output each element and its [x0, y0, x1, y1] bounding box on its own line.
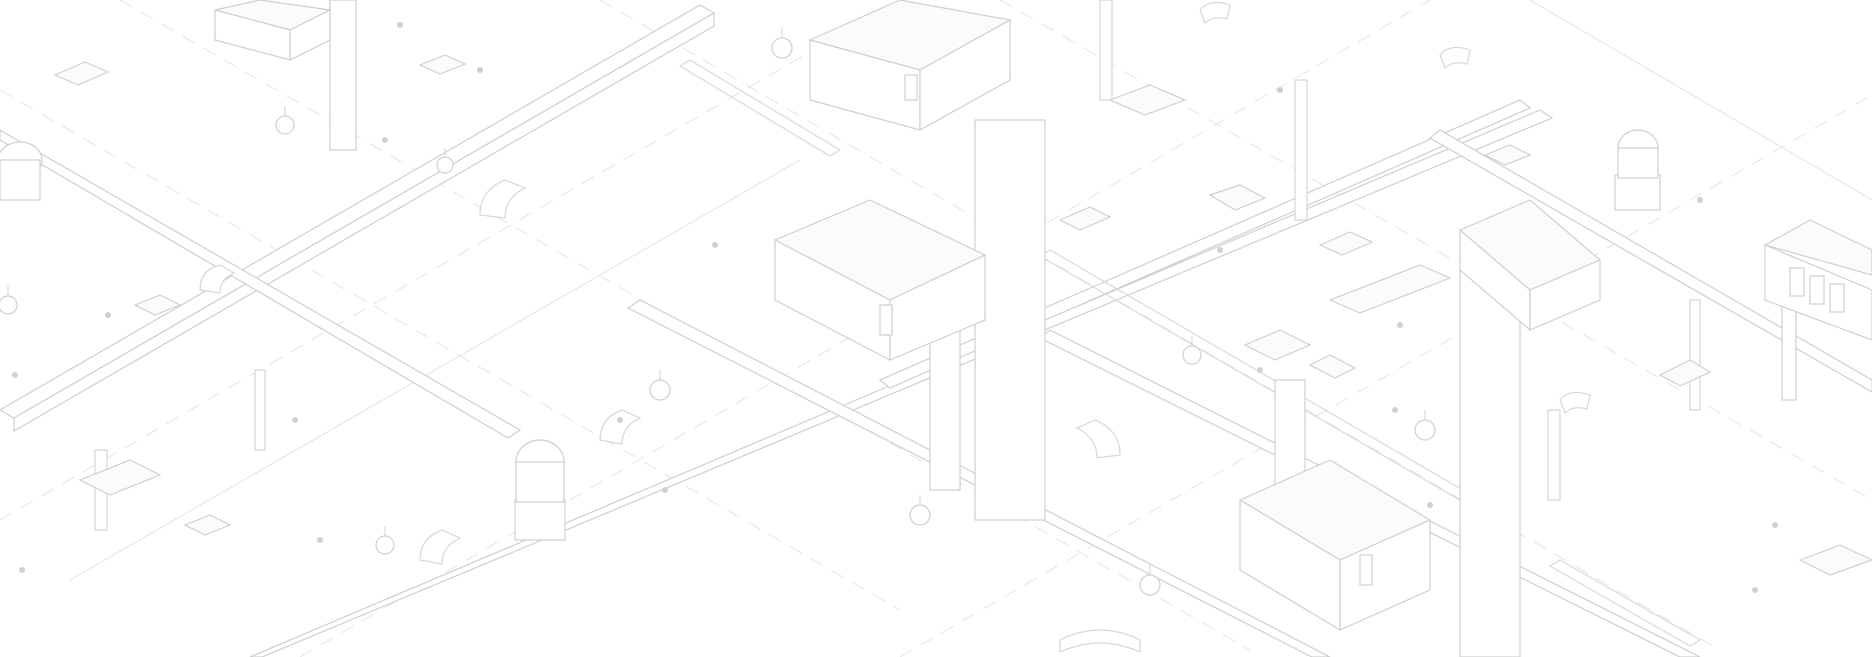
pipe-elbows — [199, 1, 1591, 653]
vent-icon — [133, 294, 182, 316]
pipe-elbow-icon — [199, 264, 236, 294]
pipe-elbow-icon — [1199, 1, 1231, 25]
pipe-elbow-icon — [479, 179, 527, 219]
vent-icon — [183, 514, 232, 536]
valve-icon — [771, 28, 793, 59]
pipe-elbow-icon — [1075, 419, 1121, 459]
pipe-elbow-icon — [1059, 629, 1141, 653]
building-icon — [514, 439, 566, 541]
vent-icon — [1318, 231, 1374, 256]
vent-icon — [1208, 184, 1267, 211]
valve-icon — [436, 148, 454, 174]
valve-icon — [1414, 410, 1436, 441]
valves — [0, 28, 1436, 596]
building-icon — [1238, 459, 1432, 632]
valve-icon — [275, 106, 295, 135]
vent-icon — [1798, 544, 1872, 576]
vent-icon — [1243, 329, 1312, 361]
vent-pads — [53, 54, 1872, 576]
vent-icon — [1328, 264, 1452, 314]
valve-icon — [0, 286, 18, 315]
vent-icon — [1658, 359, 1712, 387]
vent-icon — [53, 61, 110, 86]
pillars — [329, 0, 1797, 657]
scatter-dots — [12, 22, 1778, 593]
pipe-elbow-icon — [599, 409, 642, 445]
valve-icon — [1182, 336, 1202, 365]
building-icon — [1763, 219, 1872, 341]
building-icon — [1458, 199, 1602, 332]
building-icon — [214, 0, 332, 61]
vent-icon — [1483, 144, 1532, 166]
vent-icon — [1308, 354, 1357, 379]
building-icon — [0, 141, 43, 201]
pipe-elbow-icon — [419, 529, 462, 565]
vent-icon — [1108, 84, 1187, 116]
building-icon — [773, 199, 987, 361]
building-icon — [1614, 129, 1661, 211]
vent-icon — [78, 459, 162, 496]
vent-icon — [1058, 206, 1112, 231]
pipe-elbow-icon — [1439, 46, 1471, 70]
pipe-elbow-icon — [1559, 391, 1591, 415]
building-blocks — [0, 0, 1872, 632]
valve-icon — [909, 495, 931, 526]
valve-icon — [649, 370, 671, 401]
valve-icon — [375, 526, 395, 555]
valve-icon — [1139, 565, 1161, 596]
vent-icon — [418, 54, 467, 75]
building-icon — [808, 0, 1012, 132]
